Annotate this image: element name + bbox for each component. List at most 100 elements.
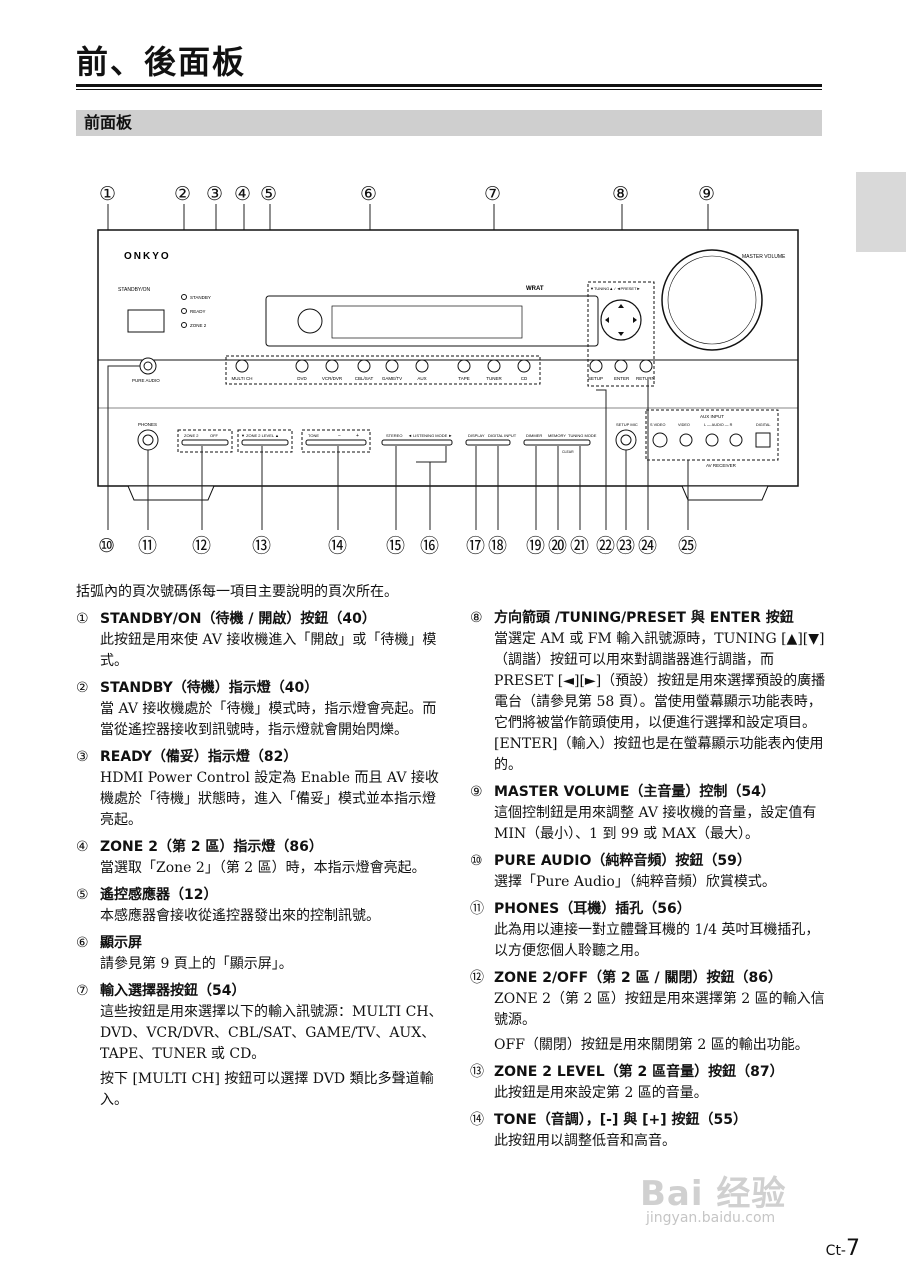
zone2-off-buttons [181,439,229,446]
zone2-level-label: ▼ ZONE 2 LEVEL ▲ [241,433,279,438]
item-title: STANDBY/ON（待機 / 開啟）按鈕（40） [100,611,376,627]
master-volume-knob [661,249,763,351]
tuning-preset-label: ▼TUNING▲ / ◄PRESET► [590,286,641,291]
brand-logo: ONKYO [124,251,171,262]
callout-22: ㉒ [596,535,615,557]
callout-8: ⑧ [612,184,629,205]
audio-r-jack [729,433,743,447]
dimmer-label: DIMMER [526,433,542,438]
selector-button[interactable] [415,359,429,373]
watermark-url: jingyan.baidu.com [646,1210,776,1226]
selector-button[interactable] [295,359,309,373]
item-paragraph: 選擇「Pure Audio」（純粹音頻）欣賞模式。 [494,874,776,890]
item-number: ⑥ [76,935,89,951]
setup-button [589,359,603,373]
left-foot [127,485,215,501]
selector-label: GAME/TV [382,376,402,381]
callout-24: ㉔ [638,535,657,557]
callout-5: ⑤ [260,184,277,205]
callout-23: ㉓ [616,535,635,557]
enter-button [614,359,628,373]
selector-label: CD [521,376,528,381]
master-volume-label: MASTER VOLUME [742,254,786,260]
page-prefix: Ct- [825,1243,846,1259]
item-paragraph: 當選取「Zone 2」（第 2 區）時，本指示燈會亮起。 [100,860,426,876]
selector-button[interactable] [385,359,399,373]
selector-button[interactable] [517,359,531,373]
page-number: 7 [846,1236,860,1261]
callout-3: ③ [206,184,223,205]
selector-button[interactable] [457,359,471,373]
selector-label: TUNER [486,376,502,381]
item-number: ② [76,680,89,696]
pure-audio-label: PURE AUDIO [132,378,160,383]
remote-sensor [297,308,323,334]
item-number: ⑪ [470,901,484,917]
item-number: ① [76,611,89,627]
item-heading: ① STANDBY/ON（待機 / 開啟）按鈕（40） [76,609,446,630]
selector-button[interactable] [325,359,339,373]
callout-10: ⑩ [98,536,115,557]
title-rule [76,84,822,87]
clear-label: CLEAR [562,450,574,454]
selector-button[interactable] [357,359,371,373]
tone-buttons [305,439,367,446]
return-label: RETURN [636,376,655,381]
item-title: ZONE 2 LEVEL（第 2 區音量）按鈕（87） [494,1064,784,1080]
s-video-label: S VIDEO [650,423,665,427]
digital-jack [755,432,771,448]
item-body: 這個控制鈕是用來調整 AV 接收機的音量，設定值有 MIN（最小）、1 到 99… [470,803,830,845]
selector-dashed-box [225,355,541,385]
zone2-button-label: ZONE 2 [184,433,199,438]
callout-25: ㉕ [678,535,697,557]
item-number: ⑤ [76,887,89,903]
item-paragraph: 按下 [MULTI CH] 按鈕可以選擇 DVD 類比多聲道輸入。 [100,1071,434,1108]
display-screen [331,305,523,339]
item-body: 請參見第 9 頁上的「顯示屏」。 [76,954,446,975]
callout-12: ⑫ [192,535,211,557]
selector-button[interactable] [235,359,249,373]
callout-2: ② [174,184,191,205]
tuning-mode-label: TUNING MODE [568,433,597,438]
selector-label: DVD [297,376,307,381]
item-number: ③ [76,749,89,765]
right-foot [681,485,769,501]
callout-18: ⑱ [488,535,507,557]
callout-20: ⑳ [548,535,567,557]
item-body: HDMI Power Control 設定為 Enable 而且 AV 接收機處… [76,768,446,831]
standby-on-label: STANDBY/ON [118,287,151,293]
listening-mode-label: ◄ LISTENING MODE ► [408,433,452,438]
callout-17: ⑰ [466,535,485,557]
item-paragraph: 這些按鈕是用來選擇以下的輸入訊號源：MULTI CH、DVD、VCR/DVR、C… [100,1004,443,1062]
selector-label: CBL/SAT [355,376,374,381]
item-paragraph: 請參見第 9 頁上的「顯示屏」。 [100,956,293,972]
item-title: 方向箭頭 /TUNING/PRESET 與 ENTER 按鈕 [494,610,794,626]
item-title: MASTER VOLUME（主音量）控制（54） [494,784,775,800]
tuning-dashed-box [587,281,655,387]
item-number: ⑫ [470,970,484,986]
item-paragraph: 此按鈕是用來設定第 2 區的音量。 [494,1085,708,1101]
off-button-label: OFF [210,433,219,438]
item-number: ④ [76,839,89,855]
video-label: VIDEO [678,423,690,427]
aux-input-label: AUX INPUT [700,414,724,419]
item-paragraph: 這個控制鈕是用來調整 AV 接收機的音量，設定值有 MIN（最小）、1 到 99… [494,805,817,842]
selector-label: TAPE [458,376,469,381]
standby-indicator-label: STANDBY [190,295,211,300]
item-paragraph: 此按鈕用以調整低音和高音。 [494,1133,676,1149]
display-button-label: DISPLAY [468,433,485,438]
callout-4: ④ [234,184,251,205]
selector-button[interactable] [487,359,501,373]
